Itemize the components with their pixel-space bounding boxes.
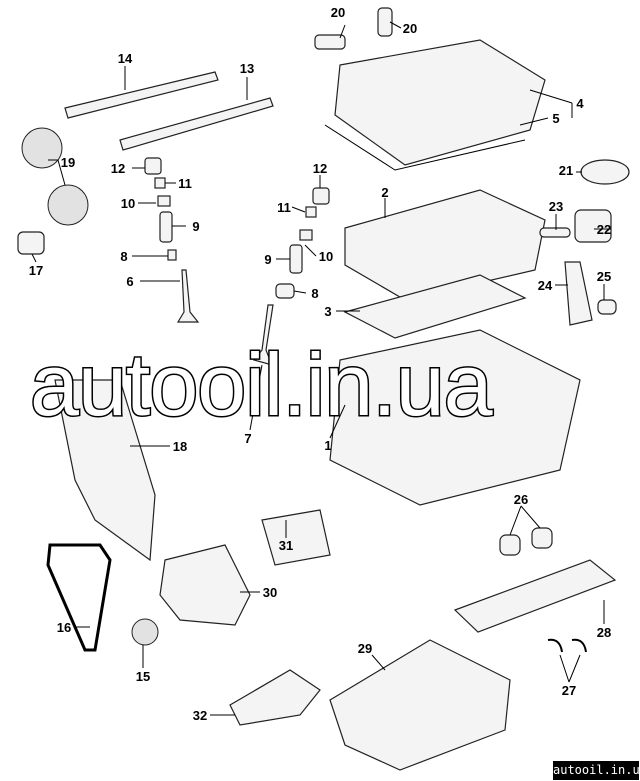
callout-number: 30 xyxy=(263,585,277,600)
callout-number: 8 xyxy=(311,286,318,301)
callout-number: 16 xyxy=(57,620,71,635)
callout-number: 20 xyxy=(331,5,345,20)
callout-number: 29 xyxy=(358,641,372,656)
crankshaft xyxy=(453,559,617,633)
main-bearing xyxy=(531,527,553,549)
engine-block xyxy=(329,329,581,506)
valve-spring xyxy=(159,211,173,243)
retainer-part xyxy=(157,195,171,207)
lifter-part xyxy=(144,157,162,175)
callout-number: 12 xyxy=(313,161,327,176)
callout-number: 28 xyxy=(597,625,611,640)
piston xyxy=(574,209,612,243)
thrust-washer xyxy=(571,638,587,653)
callout-number: 25 xyxy=(597,269,611,284)
callout-number: 10 xyxy=(319,249,333,264)
callout-number: 4 xyxy=(576,96,584,111)
parts-drawing xyxy=(17,7,630,771)
callout-number: 23 xyxy=(549,199,563,214)
piston-pin xyxy=(539,227,571,238)
oil-pickup-tube xyxy=(229,669,321,726)
leader-lines xyxy=(31,21,611,716)
callout-number: 9 xyxy=(264,252,271,267)
callout-number: 17 xyxy=(29,263,43,278)
callout-number: 26 xyxy=(514,492,528,507)
oil-pump xyxy=(159,544,251,626)
callout-number: 24 xyxy=(538,278,553,293)
keeper-part xyxy=(154,177,166,189)
valve-part xyxy=(176,269,200,323)
callout-number: 32 xyxy=(193,708,207,723)
callout-number: 19 xyxy=(61,155,75,170)
callout-number: 2 xyxy=(381,185,388,200)
callout-number: 9 xyxy=(192,219,199,234)
retainer-part xyxy=(299,229,313,241)
lifter-part xyxy=(312,187,330,205)
callout-number: 12 xyxy=(111,161,125,176)
head-gasket xyxy=(343,274,527,339)
valve-spring xyxy=(289,244,303,274)
sensor-part xyxy=(314,34,346,50)
callout-number: 8 xyxy=(120,249,127,264)
camshaft-exhaust xyxy=(119,97,274,151)
callout-number: 15 xyxy=(136,669,150,684)
rod-bearing xyxy=(597,299,617,315)
valve-part xyxy=(252,304,274,366)
callout-number: 1 xyxy=(324,438,331,453)
footer-watermark: autooil.in.ua xyxy=(553,761,640,780)
camshaft-intake xyxy=(64,71,219,119)
timing-belt xyxy=(46,543,112,652)
callout-number: 11 xyxy=(277,200,291,215)
rear-seal-retainer xyxy=(261,509,331,566)
crank-sprocket xyxy=(131,618,159,646)
oil-pan xyxy=(329,639,511,771)
sensor-part xyxy=(377,7,393,37)
timing-cover xyxy=(54,379,156,562)
piston-rings xyxy=(580,159,630,185)
callout-number: 31 xyxy=(279,538,293,553)
connecting-rod xyxy=(564,261,593,326)
callout-number: 20 xyxy=(403,21,417,36)
callout-number: 27 xyxy=(562,683,576,698)
main-bearing xyxy=(499,534,521,556)
valve-seal xyxy=(275,283,295,299)
tensioner-part xyxy=(17,231,45,255)
callout-number: 14 xyxy=(118,51,133,66)
keeper-part xyxy=(305,206,317,218)
callout-number: 7 xyxy=(244,431,251,446)
callout-number: 22 xyxy=(597,222,611,237)
callout-number: 18 xyxy=(173,439,187,454)
callout-number: 6 xyxy=(126,274,133,289)
callout-number: 11 xyxy=(178,176,192,191)
callout-number: 13 xyxy=(240,61,254,76)
cylinder-head xyxy=(344,189,546,301)
callout-number: 3 xyxy=(324,304,331,319)
valve-cover-gasket xyxy=(324,124,526,171)
cam-gear xyxy=(47,184,89,226)
watermark: autooil.in.ua xyxy=(30,335,493,434)
valve-seal xyxy=(167,249,177,261)
valve-cover xyxy=(334,39,546,166)
callout-number: 21 xyxy=(559,163,573,178)
callout-number: 10 xyxy=(121,196,135,211)
thrust-washer xyxy=(547,638,563,653)
callout-number: 5 xyxy=(552,111,559,126)
cam-gear xyxy=(21,127,63,169)
